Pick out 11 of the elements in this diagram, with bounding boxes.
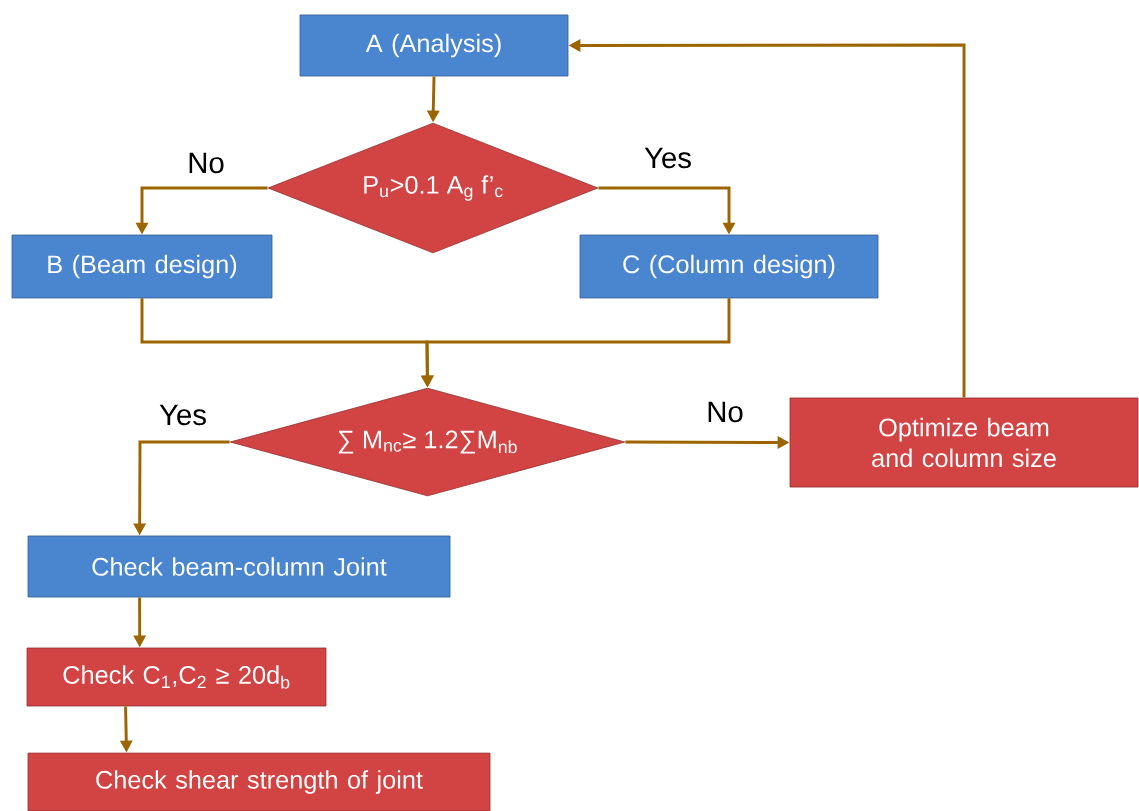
edge-label: Yes [157, 403, 209, 427]
process-box: C (Column design) [579, 234, 879, 299]
edge-label: No [704, 400, 746, 424]
process-box: Check beam-column Joint [27, 535, 451, 598]
process-box: Check C$_{1}$,C$_{2}$ ≥ 20d$_{b}$ [26, 647, 327, 707]
process-box: Check shear strength of joint [27, 752, 491, 811]
edge-label: Yes [642, 146, 694, 170]
process-box: A (Analysis) [299, 14, 569, 77]
process-box: B (Beam design) [11, 234, 273, 299]
process-box: Optimize beam and column size [789, 397, 1139, 488]
edge-label: No [185, 151, 227, 175]
